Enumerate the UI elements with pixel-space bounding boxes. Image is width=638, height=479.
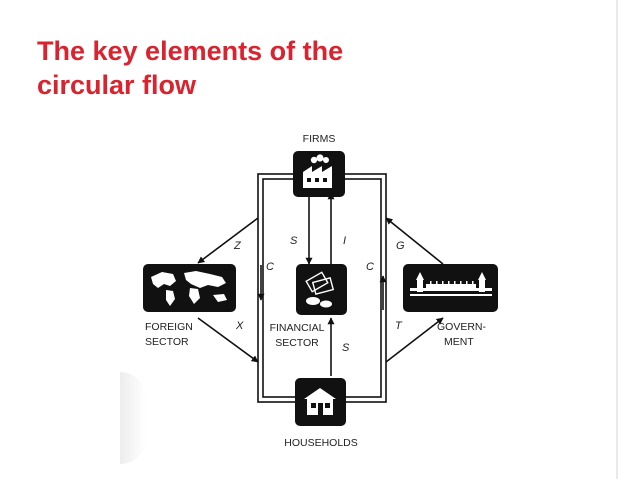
arrow-t bbox=[385, 317, 444, 363]
flow-label-t: T bbox=[395, 320, 403, 332]
firms-label: FIRMS bbox=[303, 133, 336, 145]
households-node: HOUSEHOLDS bbox=[284, 378, 358, 449]
government-label-2: MENT bbox=[444, 336, 474, 348]
flow-label-s-bottom: S bbox=[342, 342, 350, 354]
flow-label-s-top: S bbox=[290, 235, 298, 247]
foreign-sector-label-1: FOREIGN bbox=[145, 321, 193, 333]
financial-sector-node: FINANCIAL SECTOR bbox=[270, 264, 347, 349]
money-icon bbox=[305, 271, 335, 308]
flow-label-c-right: C bbox=[366, 261, 374, 273]
world-map-icon bbox=[151, 271, 227, 306]
slide-edge-rule bbox=[616, 0, 618, 479]
flow-label-z: Z bbox=[233, 240, 242, 252]
arrow-z bbox=[197, 217, 259, 264]
households-label: HOUSEHOLDS bbox=[284, 437, 358, 449]
title-line-1: The key elements of the bbox=[37, 36, 344, 66]
factory-icon bbox=[303, 154, 332, 188]
flow-labels: Z X C C S I S G T bbox=[233, 235, 405, 354]
house-icon bbox=[304, 388, 336, 415]
government-node: GOVERN- MENT bbox=[403, 264, 498, 348]
financial-sector-label-1: FINANCIAL bbox=[270, 322, 325, 334]
slide-title: The key elements of the circular flow bbox=[37, 34, 557, 102]
flow-label-g: G bbox=[396, 240, 405, 252]
foreign-sector-label-2: SECTOR bbox=[145, 336, 189, 348]
flow-label-c-left: C bbox=[266, 261, 274, 273]
firms-node: FIRMS bbox=[293, 133, 345, 197]
figure-shadow bbox=[120, 372, 146, 464]
parliament-icon bbox=[410, 272, 492, 296]
title-line-2: circular flow bbox=[37, 70, 197, 100]
financial-sector-label-2: SECTOR bbox=[275, 337, 319, 349]
arrow-x bbox=[197, 317, 259, 363]
flow-arrows bbox=[197, 192, 444, 376]
government-label-1: GOVERN- bbox=[437, 321, 487, 333]
flow-label-i: I bbox=[343, 235, 346, 247]
flow-label-x: X bbox=[235, 320, 244, 332]
arrow-g bbox=[385, 217, 444, 265]
foreign-sector-node: FOREIGN SECTOR bbox=[143, 264, 236, 348]
